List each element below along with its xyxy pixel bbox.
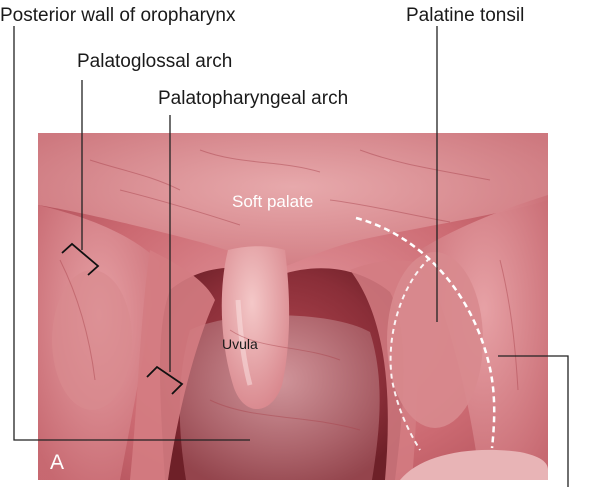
right-palatine-tonsil [387, 252, 483, 428]
tonsil-outline-outer [355, 216, 496, 449]
label-palatine-tonsil: Palatine tonsil [406, 5, 525, 26]
leader-posterior-wall [13, 26, 250, 441]
label-palatopharyngeal-arch: Palatopharyngeal arch [158, 88, 349, 109]
leader-lines [13, 26, 569, 487]
uvula-highlight [235, 299, 253, 386]
soft-palate-region [38, 133, 548, 268]
palatoglossal-bracket [61, 242, 100, 276]
palatopharyngeal-bracket [146, 365, 184, 395]
uvula-shape [221, 246, 290, 410]
tonsil-outline-inner [389, 257, 431, 451]
photograph [38, 133, 548, 480]
left-palatopharyngeal-arch [130, 250, 215, 480]
panel-letter: A [50, 451, 65, 474]
label-palatoglossal-arch: Palatoglossal arch [77, 51, 233, 72]
label-uvula: Uvula [222, 336, 258, 352]
leader-tonsil-bed [498, 355, 569, 487]
left-palatine-tonsil [52, 270, 132, 410]
tongue-edge [400, 449, 548, 480]
label-soft-palate: Soft palate [232, 192, 314, 211]
label-posterior-wall: Posterior wall of oropharynx [0, 5, 236, 26]
